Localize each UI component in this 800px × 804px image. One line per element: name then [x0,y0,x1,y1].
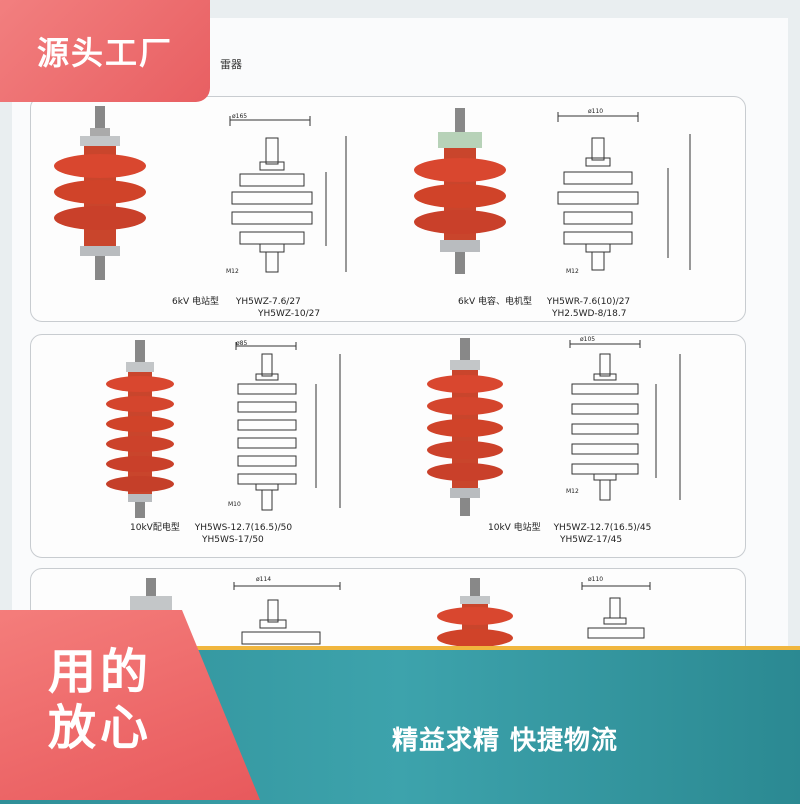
caption-type: 6kV 电站型 [172,297,219,307]
arrester-photo-icon [54,106,146,280]
banner-line-2: 放心 [48,700,153,756]
dim-top-6: ø110 [588,576,604,583]
caption-model-2: YH5WZ-10/27 [258,309,321,319]
technical-drawing-icon [229,116,347,273]
dim-top-3: ø85 [236,340,248,347]
factory-badge: 源头工厂 [0,0,210,102]
caption-type: 6kV 电容、电机型 [458,297,532,307]
dim-top-2: ø110 [588,108,604,115]
caption-model-1: YH5WZ-7.6/27 [235,297,301,307]
technical-drawing-icon [557,112,691,271]
bolt-label-2: M12 [566,268,579,275]
caption-model-1: YH5WS-12.7(16.5)/50 [194,523,293,533]
caption-model-1: YH5WR-7.6(10)/27 [546,297,631,307]
banner-line-1: 用的 [48,644,153,700]
technical-drawing-icon [233,582,341,645]
arrester-photo-icon [427,338,503,516]
bolt-label-4: M12 [566,488,579,495]
bolt-label-3: M10 [228,501,241,508]
caption-model-2: YH5WS-17/50 [202,535,264,545]
caption-1: 6kV 电站型 YH5WZ-7.6/27 YH5WZ-10/27 [172,296,320,320]
product-panel-1 [30,96,746,322]
caption-type: 10kV 电站型 [488,523,541,533]
slogan: 精益求精 快捷物流 [392,726,619,756]
caption-type: 10kV配电型 [130,523,180,533]
dim-top-5: ø114 [256,576,272,583]
bolt-label-1: M12 [226,268,239,275]
arrester-photo-icon [106,340,174,518]
arrester-photo-icon [414,108,506,274]
caption-2: 6kV 电容、电机型 YH5WR-7.6(10)/27 YH2.5WD-8/18… [458,296,630,320]
banner-left-text: 用的 放心 [48,644,198,756]
dim-top-1: ø165 [232,113,248,120]
caption-3: 10kV配电型 YH5WS-12.7(16.5)/50 YH5WS-17/50 [130,522,292,546]
caption-model-1: YH5WZ-12.7(16.5)/45 [553,523,652,533]
technical-drawing-icon [581,582,651,639]
technical-drawing-icon [235,342,341,511]
header-text: 雷器 [220,58,242,71]
caption-model-2: YH5WZ-17/45 [560,535,623,545]
technical-drawing-icon [569,340,681,501]
arrester-photo-icon [437,578,513,648]
caption-4: 10kV 电站型 YH5WZ-12.7(16.5)/45 YH5WZ-17/45 [488,522,651,546]
dim-top-4: ø105 [580,336,596,343]
caption-model-2: YH2.5WD-8/18.7 [552,309,627,319]
